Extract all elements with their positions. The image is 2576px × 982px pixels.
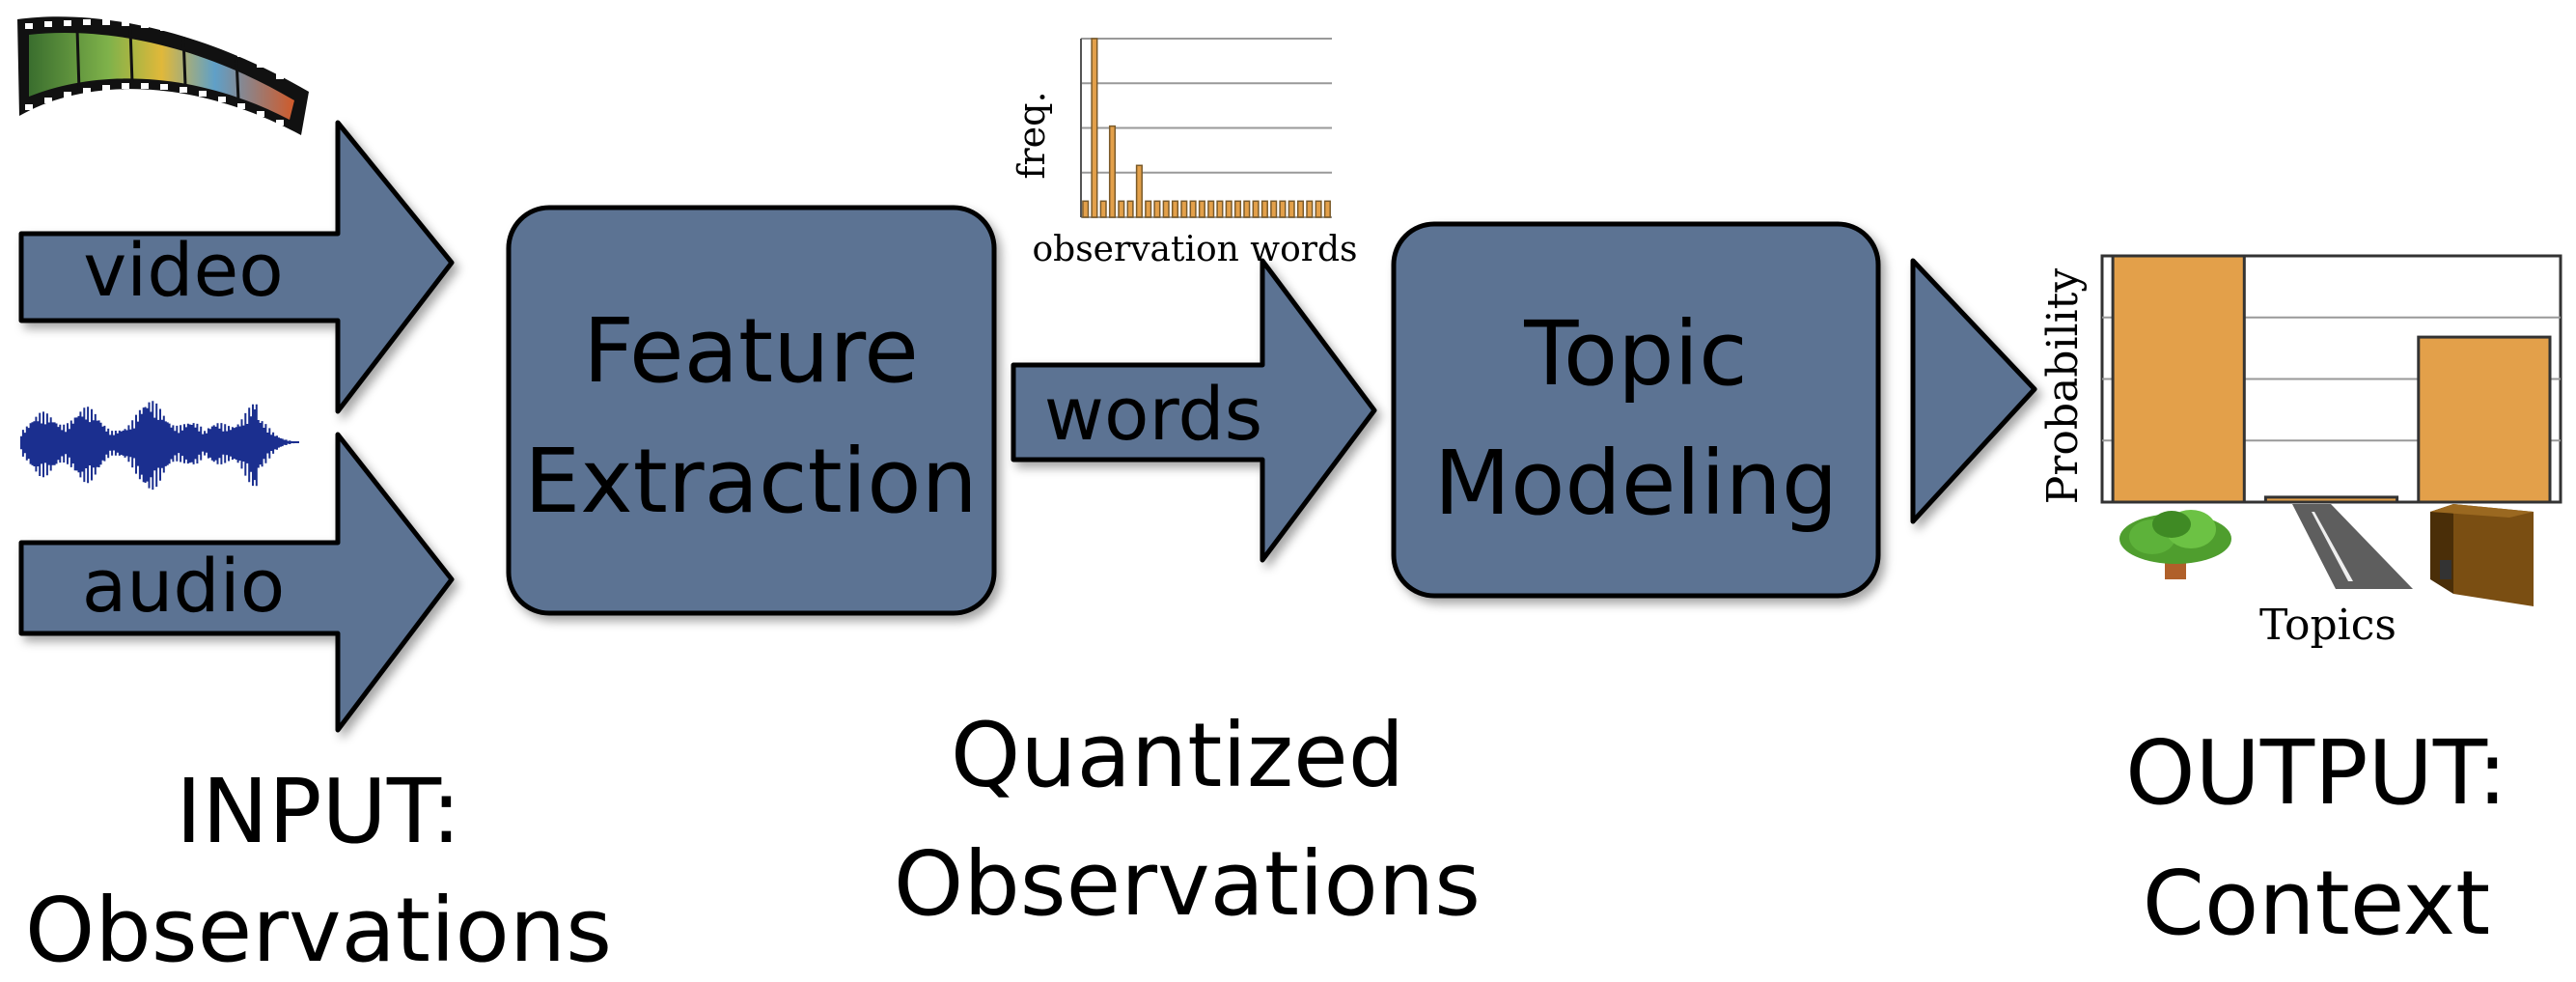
word-histogram-bar	[1296, 200, 1305, 218]
topic-modeling-line1: Topic	[1523, 302, 1747, 406]
word-histogram-bar	[1118, 200, 1125, 218]
word-histogram-bar	[1279, 200, 1287, 218]
word-histogram-xlabel: observation words	[1032, 230, 1357, 269]
quantized-caption-line1: Quantized	[950, 704, 1405, 807]
word-histogram-bar	[1243, 200, 1251, 218]
input-caption-line1: INPUT:	[176, 760, 461, 863]
feature-extraction-line1: Feature	[583, 299, 919, 403]
film-strip-icon	[17, 16, 309, 135]
audio-arrow	[18, 432, 455, 733]
word-histogram-bar	[1082, 200, 1090, 218]
word-histogram-bar	[1171, 200, 1179, 218]
word-histogram-bar	[1270, 200, 1278, 218]
word-histogram-bar	[1126, 200, 1134, 218]
word-histogram-bar	[1189, 200, 1197, 218]
word-histogram-bar	[1198, 200, 1205, 218]
topic-chart-ylabel: Probability	[2038, 268, 2088, 505]
word-histogram-bar	[1260, 200, 1268, 218]
input-caption-line2: Observations	[24, 879, 613, 982]
topic-chart-bars	[2111, 254, 2552, 504]
word-histogram-bar	[1153, 200, 1161, 218]
topic-modeling-box	[1391, 221, 1881, 599]
word-histogram-bar	[1108, 125, 1117, 218]
word-histogram-bar	[1225, 200, 1233, 218]
word-histogram-bar	[1099, 200, 1107, 218]
word-histogram-bar	[1145, 200, 1152, 218]
word-histogram-chart: freq. observation words	[1011, 38, 1358, 269]
topic-chart-xlabel: Topics	[2259, 601, 2396, 650]
word-histogram-bar	[1306, 200, 1314, 218]
feature-extraction-box	[506, 205, 997, 616]
word-histogram-bar	[1323, 200, 1331, 218]
word-histogram-bar	[1233, 200, 1242, 218]
quantized-caption-line2: Observations	[893, 832, 1482, 936]
audio-label: audio	[82, 543, 286, 629]
word-histogram-bar	[1288, 200, 1295, 218]
words-arrow	[1011, 258, 1377, 563]
tree-icon	[2119, 510, 2231, 579]
word-histogram-bar	[1252, 200, 1260, 218]
topic-bar-building	[2417, 335, 2552, 504]
word-histogram-bar	[1162, 200, 1170, 218]
video-arrow	[18, 120, 455, 414]
word-histogram-bars	[1082, 38, 1331, 218]
output-caption-line2: Context	[2142, 852, 2491, 955]
video-label: video	[83, 227, 284, 313]
topic-modeling-line2: Modeling	[1434, 432, 1839, 535]
audio-waveform-trace	[20, 401, 299, 491]
output-caption-line1: OUTPUT:	[2125, 721, 2507, 825]
topic-bar-road	[2263, 495, 2399, 504]
word-histogram-bar	[1135, 164, 1143, 218]
word-histogram-bar	[1091, 38, 1098, 218]
word-histogram-bar	[1180, 200, 1188, 218]
word-histogram-bar	[1315, 200, 1322, 218]
word-histogram-bar	[1207, 200, 1215, 218]
output-arrow	[1910, 258, 2037, 524]
topic-bar-tree	[2111, 254, 2246, 504]
audio-waveform-icon	[20, 401, 299, 491]
road-icon	[2292, 504, 2413, 589]
topic-probability-chart: Probability Topics	[2038, 254, 2562, 650]
building-icon	[2430, 504, 2534, 606]
words-label: words	[1044, 371, 1262, 457]
word-histogram-grid	[1081, 38, 1332, 218]
feature-extraction-line2: Extraction	[524, 430, 978, 533]
word-histogram-ylabel: freq.	[1011, 91, 1053, 179]
word-histogram-bar	[1216, 200, 1224, 218]
